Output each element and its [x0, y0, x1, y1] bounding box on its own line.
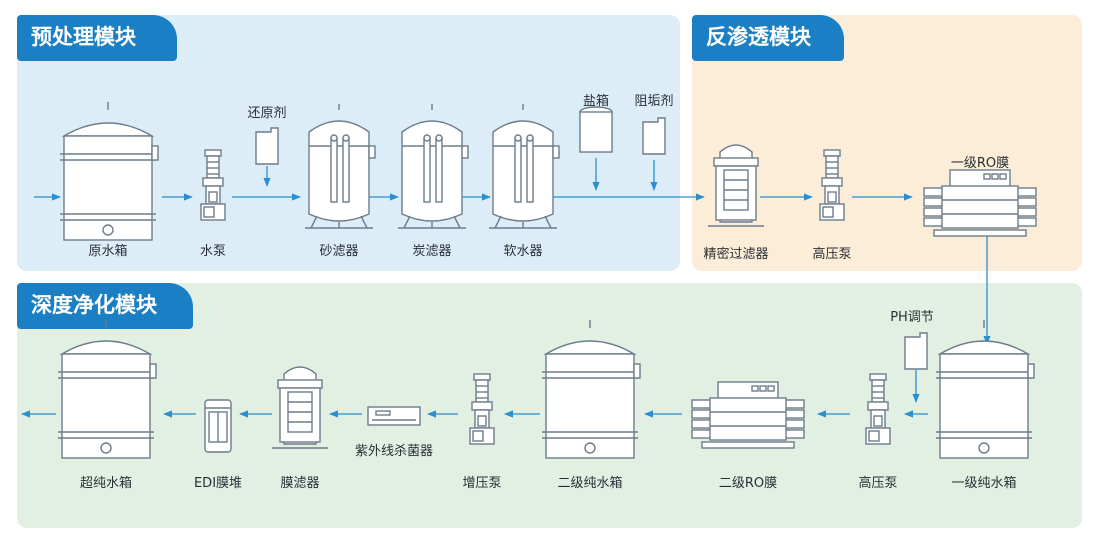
edi-stack-label: EDI膜堆 — [193, 476, 243, 491]
carbon-filter-icon — [397, 103, 469, 229]
pretreatment-tag: 预处理模块 — [17, 15, 177, 61]
second-pure-tank-icon — [541, 319, 641, 459]
sand-filter-icon — [304, 103, 376, 229]
edi-stack-icon — [204, 399, 232, 453]
uv-sterilizer-icon — [367, 406, 421, 426]
salt-box-icon — [579, 106, 613, 153]
softener-label: 软水器 — [503, 244, 543, 259]
high-pressure-pump-1-label: 高压泵 — [812, 247, 852, 262]
first-pure-tank-icon — [935, 319, 1035, 459]
precision-filter-icon — [707, 144, 765, 227]
ph-adjust-box-icon — [904, 332, 928, 370]
raw-water-tank-label: 原水箱 — [88, 244, 128, 259]
ph-adjust-label: PH调节 — [890, 310, 934, 325]
deep-purification-tag: 深度净化模块 — [17, 283, 193, 329]
reducing-agent-box-icon — [255, 127, 279, 165]
high-pressure-pump-1-icon — [819, 149, 845, 221]
sand-filter-label: 砂滤器 — [319, 244, 359, 259]
second-pure-tank-label: 二级纯水箱 — [557, 476, 623, 491]
membrane-filter-icon — [271, 366, 329, 449]
ro-membrane-2-label: 二级RO膜 — [718, 476, 778, 491]
raw-water-tank-icon — [59, 101, 159, 241]
precision-filter-label: 精密过滤器 — [703, 247, 769, 262]
antiscalant-box-icon — [642, 117, 666, 155]
high-pressure-pump-2-label: 高压泵 — [858, 476, 898, 491]
booster-pump-icon — [469, 373, 495, 445]
antiscalant-label: 阻垢剂 — [634, 94, 674, 109]
salt-box-label: 盐箱 — [582, 94, 610, 109]
flow-lines-bottom — [21, 370, 928, 418]
flow-lines-top — [34, 158, 991, 345]
ro-membrane-1-icon — [923, 169, 1037, 237]
carbon-filter-label: 炭滤器 — [412, 244, 452, 259]
reducing-agent-label: 还原剂 — [247, 106, 287, 121]
ultra-pure-tank-icon — [57, 319, 157, 459]
water-pump-icon — [200, 149, 226, 221]
ultra-pure-tank-label: 超纯水箱 — [79, 476, 133, 491]
booster-pump-label: 增压泵 — [462, 476, 502, 491]
softener-icon — [488, 103, 560, 229]
ro-membrane-2-icon — [691, 381, 805, 449]
water-pump-label: 水泵 — [199, 244, 227, 259]
high-pressure-pump-2-icon — [865, 373, 891, 445]
membrane-filter-label: 膜滤器 — [280, 476, 320, 491]
uv-sterilizer-label: 紫外线杀菌器 — [354, 444, 434, 459]
ro-membrane-1-label: 一级RO膜 — [950, 156, 1010, 171]
reverse-osmosis-tag: 反渗透模块 — [692, 15, 844, 61]
first-pure-tank-label: 一级纯水箱 — [951, 476, 1017, 491]
